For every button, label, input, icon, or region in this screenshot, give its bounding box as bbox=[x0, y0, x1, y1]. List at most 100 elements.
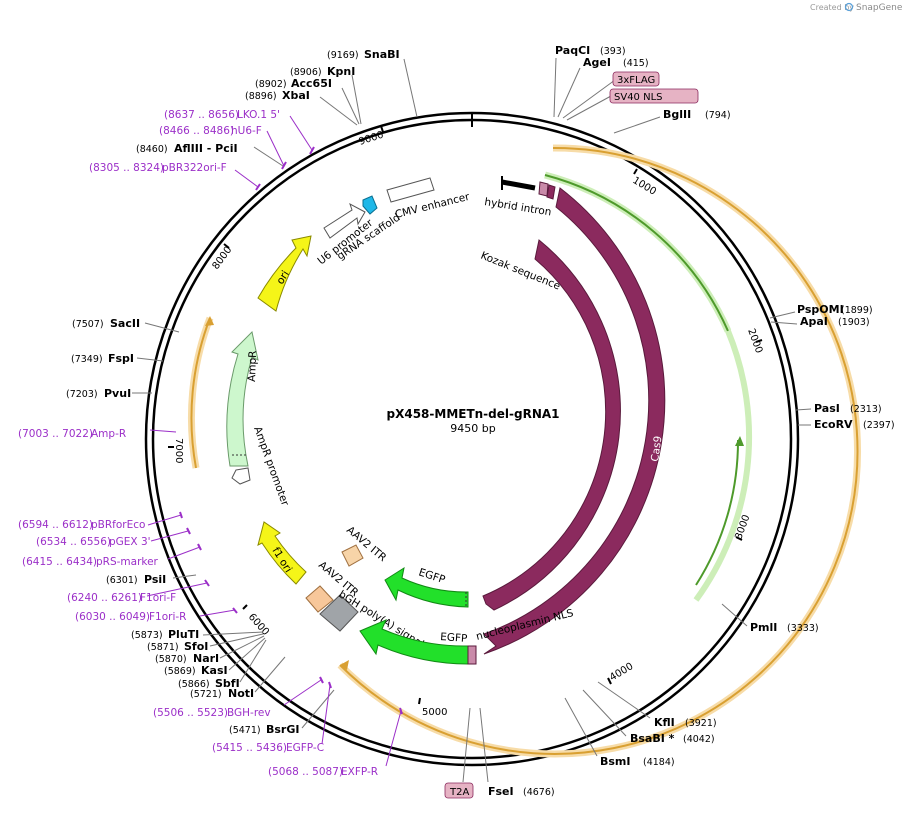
primer-pbr322ori-f[interactable]: (8305 .. 8324) pBR322ori-F bbox=[89, 162, 261, 191]
svg-text:(6301): (6301) bbox=[106, 575, 138, 586]
enzyme-nari[interactable]: (5870) NarI bbox=[155, 635, 265, 665]
grna-scaffold-block[interactable] bbox=[362, 195, 378, 215]
primer-egfp-c[interactable]: (5415 .. 5436) EGFP-C bbox=[212, 681, 332, 754]
enzyme-xbai[interactable]: (8896) XbaI bbox=[245, 89, 358, 126]
primer-lko1-5[interactable]: (8637 .. 8656) LKO.1 5' bbox=[164, 109, 315, 155]
svg-text:pGEX 3': pGEX 3' bbox=[109, 536, 151, 548]
tick-5000: 5000 bbox=[418, 697, 447, 718]
left-orange-arrowhead bbox=[205, 316, 214, 326]
enzyme-psp-omi[interactable]: PspOMI (1899) bbox=[769, 303, 873, 319]
svg-text:(7349): (7349) bbox=[71, 354, 103, 365]
egfp-arrow-inner[interactable] bbox=[384, 566, 469, 608]
green-track bbox=[544, 174, 729, 332]
t2a-block[interactable] bbox=[467, 645, 477, 665]
svg-text:hU6-F: hU6-F bbox=[231, 125, 262, 137]
cmv-enhancer-block[interactable] bbox=[386, 177, 435, 203]
svg-text:(6240 .. 6261): (6240 .. 6261) bbox=[67, 592, 142, 604]
svg-text:7000: 7000 bbox=[173, 438, 184, 463]
primer-pgex-3[interactable]: (6534 .. 6556) pGEX 3' bbox=[36, 527, 191, 548]
enzyme-pluti[interactable]: (5873) PluTI bbox=[131, 628, 264, 641]
svg-text:BsmI: BsmI bbox=[600, 755, 631, 768]
svg-text:EcoRV: EcoRV bbox=[814, 418, 853, 431]
u6-promoter-arrow[interactable] bbox=[323, 202, 366, 239]
svg-text:(5068 .. 5087): (5068 .. 5087) bbox=[268, 766, 343, 778]
f1-ori-arrow[interactable] bbox=[257, 521, 307, 585]
tag-t2a[interactable]: T2A bbox=[444, 707, 474, 799]
aav2-itr-block-2[interactable] bbox=[305, 585, 334, 613]
svg-text:BglII: BglII bbox=[663, 108, 691, 121]
enzyme-snabi[interactable]: (9169) SnaBI bbox=[327, 48, 418, 118]
egfp-arrow-outer[interactable] bbox=[359, 619, 469, 665]
enzyme-agei[interactable]: AgeI (415) bbox=[557, 56, 649, 118]
cas9-outer-arrow[interactable] bbox=[483, 187, 666, 655]
enzyme-kasi[interactable]: (5869) KasI bbox=[164, 637, 266, 677]
snapgene-logo-icon bbox=[844, 2, 854, 12]
svg-text:(5866): (5866) bbox=[178, 679, 210, 690]
enzyme-pasi[interactable]: PasI (2313) bbox=[795, 402, 882, 415]
enzyme-kpni[interactable]: (8906) KpnI bbox=[290, 65, 362, 125]
primer-f1ori-f[interactable]: (6240 .. 6261) F1ori-F bbox=[67, 579, 210, 604]
enzyme-noti[interactable]: (5721) NotI bbox=[190, 656, 286, 700]
enzyme-psii[interactable]: (6301) PsiI bbox=[106, 573, 197, 586]
enzyme-bglii[interactable]: BglII (794) bbox=[613, 108, 731, 134]
svg-text:BsrGI: BsrGI bbox=[266, 723, 299, 736]
tag-block-sv40-nls[interactable] bbox=[546, 184, 556, 200]
enzyme-sacii[interactable]: (7507) SacII bbox=[72, 317, 180, 333]
svg-text:3xFLAG: 3xFLAG bbox=[617, 75, 655, 86]
svg-text:(393): (393) bbox=[600, 46, 626, 57]
svg-text:(9169): (9169) bbox=[327, 50, 359, 61]
enzyme-acc65i[interactable]: (8902) Acc65I bbox=[255, 77, 360, 125]
svg-text:(3333): (3333) bbox=[787, 623, 819, 634]
svg-text:T2A: T2A bbox=[449, 787, 469, 798]
svg-text:pBR322ori-F: pBR322ori-F bbox=[162, 162, 227, 174]
enzyme-sfoi[interactable]: (5871) SfoI bbox=[147, 633, 264, 653]
ampr-arrow[interactable] bbox=[226, 330, 259, 467]
hybrid-intron-bar[interactable] bbox=[501, 179, 536, 191]
primer-bgh-rev[interactable]: (5506 .. 5523) BGH-rev bbox=[153, 676, 324, 719]
outer-orange-arrowhead bbox=[340, 660, 349, 670]
svg-text:(8460): (8460) bbox=[136, 144, 168, 155]
svg-text:4000: 4000 bbox=[608, 661, 635, 684]
tag-3xflag[interactable]: 3xFLAG bbox=[562, 71, 660, 119]
svg-text:AgeI: AgeI bbox=[583, 56, 611, 69]
outer-orange-track bbox=[339, 146, 859, 755]
svg-text:PvuI: PvuI bbox=[104, 387, 131, 400]
primer-pbrforeco[interactable]: (6594 .. 6612) pBRforEco bbox=[18, 511, 183, 531]
primer-exfp-r[interactable]: (5068 .. 5087) EXFP-R bbox=[268, 707, 403, 778]
svg-text:ApaI: ApaI bbox=[800, 315, 828, 328]
svg-text:1000: 1000 bbox=[630, 175, 657, 198]
svg-text:(6594 .. 6612): (6594 .. 6612) bbox=[18, 519, 93, 531]
ori-arrow[interactable] bbox=[257, 235, 312, 312]
enzyme-fspi[interactable]: (7349) FspI bbox=[71, 352, 164, 365]
green-track-arrowhead bbox=[735, 436, 744, 446]
enzyme-ecorv[interactable]: EcoRV (2397) bbox=[798, 418, 895, 431]
aav2-itr-block-1[interactable] bbox=[341, 544, 364, 567]
enzyme-sbfi[interactable]: (5866) SbfI bbox=[178, 639, 267, 690]
bgh-polya-block[interactable] bbox=[319, 594, 359, 632]
enzyme-apai[interactable]: ApaI (1903) bbox=[770, 315, 870, 328]
svg-text:5000: 5000 bbox=[422, 707, 447, 718]
primer-f1ori-r[interactable]: (6030 .. 6049) F1ori-R bbox=[75, 607, 238, 623]
cas9-inner-arrow[interactable] bbox=[482, 239, 621, 611]
svg-text:(5870): (5870) bbox=[155, 654, 187, 665]
svg-text:(5415 .. 5436): (5415 .. 5436) bbox=[212, 742, 287, 754]
primer-amp-r[interactable]: (7003 .. 7022) Amp-R bbox=[18, 428, 177, 440]
primer-prs-marker[interactable]: (6415 .. 6434) pRS-marker bbox=[22, 543, 202, 568]
enzyme-fsei[interactable]: FseI (4676) bbox=[479, 707, 555, 798]
svg-text:(3921): (3921) bbox=[685, 718, 717, 729]
enzyme-kfli[interactable]: KflI (3921) bbox=[597, 681, 717, 729]
tag-sv40-nls[interactable]: SV40 NLS bbox=[566, 88, 699, 121]
ampr-promoter-block[interactable] bbox=[231, 467, 251, 485]
enzyme-bsabi[interactable]: BsaBI * (4042) bbox=[582, 689, 715, 745]
enzyme-paqci[interactable]: PaqCI (393) bbox=[553, 44, 626, 118]
tag-block-3xflag[interactable] bbox=[538, 181, 549, 197]
enzyme-pvui[interactable]: (7203) PvuI bbox=[66, 387, 152, 400]
primer-hu6-f[interactable]: (8466 .. 8486) hU6-F bbox=[159, 125, 287, 170]
enzyme-afliii-pcii[interactable]: (8460) AflIII - PciI bbox=[136, 142, 284, 167]
svg-text:PspOMI: PspOMI bbox=[797, 303, 844, 316]
svg-text:(8902): (8902) bbox=[255, 79, 287, 90]
enzyme-bsmi[interactable]: BsmI (4184) bbox=[564, 697, 675, 768]
svg-text:(6415 .. 6434): (6415 .. 6434) bbox=[22, 556, 97, 568]
svg-text:SnaBI: SnaBI bbox=[364, 48, 400, 61]
enzyme-pmli[interactable]: PmlI (3333) bbox=[721, 603, 819, 634]
